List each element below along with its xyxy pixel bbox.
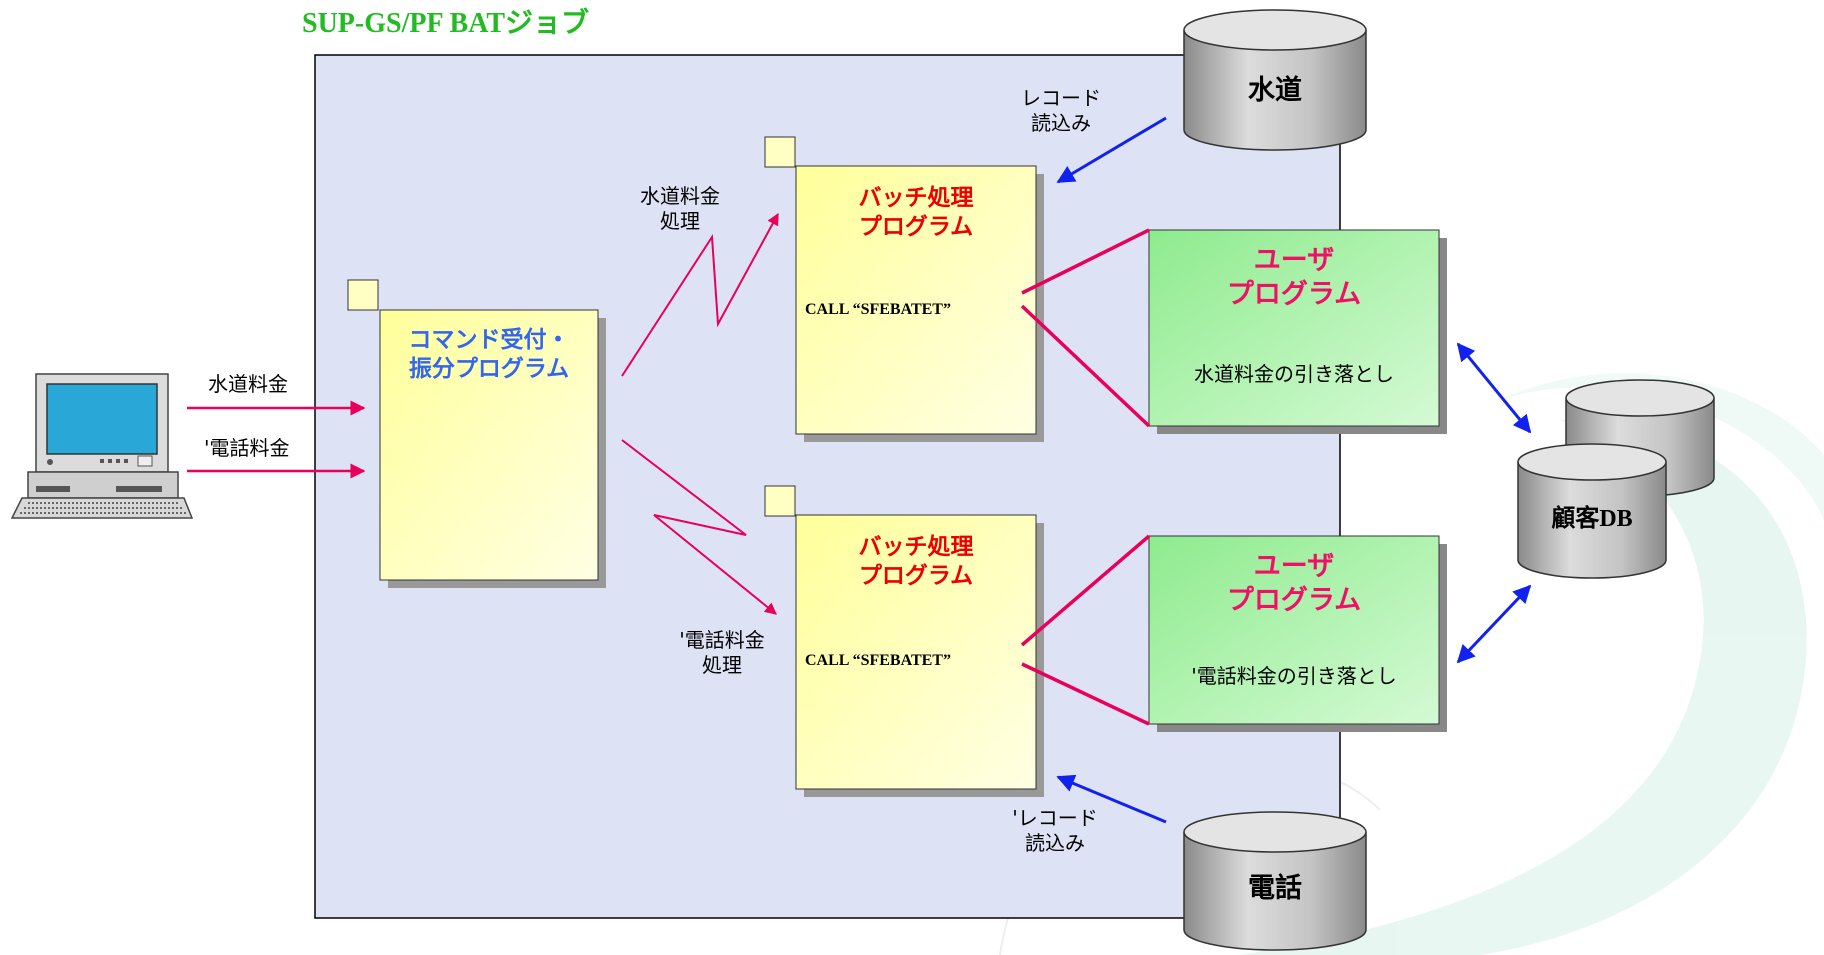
water-read-arrow [1056,116,1167,184]
user-program-box-1 [1148,229,1447,434]
batch-note-1 [764,136,1044,442]
user-program-2-desc: '電話料金の引き落とし [1191,664,1397,688]
batch-program-1-line-2: プログラム [858,213,974,240]
phone-read-label-line-2: 読込み [1025,831,1085,855]
user-program-1-desc: 水道料金の引き落とし [1194,362,1394,386]
user-program-2-line-1: ユーザ [1253,551,1335,582]
batch-program-1-call: CALL “SFEBATET” [805,301,951,318]
batch-program-2-line-2: プログラム [858,562,974,589]
water-read-label-line-1: レコード [1021,86,1101,110]
call-connectors [1020,228,1151,726]
dispatcher-line-1: コマンド受付・ [408,327,570,353]
dispatcher-note [347,279,606,588]
phone-input-label: '電話料金 [204,436,290,460]
user-program-2-title: ユーザ プログラム [1149,550,1439,618]
batch-program-1-title: バッチ処理 プログラム [796,184,1036,242]
user-program-1-line-2: プログラム [1226,278,1362,310]
water-route-label-line-1: 水道料金 [640,184,720,208]
customer-db-label: 顧客DB [1551,506,1633,532]
job-title: SUP-GS/PF BATジョブ [302,8,590,39]
dispatcher-label: コマンド受付・ 振分プログラム [380,326,598,384]
water-route-arrow [621,212,779,377]
user-program-1-line-1: ユーザ [1253,245,1335,276]
water-route-label-line-2: 処理 [660,209,700,233]
batch-program-1-line-1: バッチ処理 [858,185,974,211]
desktop-computer-icon [10,373,194,519]
user-program-1-title: ユーザ プログラム [1149,244,1439,312]
batch-program-2-line-1: バッチ処理 [858,534,974,560]
phone-route-arrow [621,439,777,615]
batch-program-2-call: CALL “SFEBATET” [805,652,951,669]
batch-note-2 [764,485,1044,797]
phone-read-arrow [1056,774,1167,824]
customer-db-arrow-2 [1456,584,1532,664]
dispatcher-line-2: 振分プログラム [408,355,570,382]
batch-program-2-title: バッチ処理 プログラム [796,533,1036,591]
phone-read-label: 'レコード 読込み [1000,806,1110,856]
phone-db-cylinder [1183,811,1367,951]
water-route-label: 水道料金 処理 [620,184,740,234]
phone-db-label: 電話 [1248,873,1302,904]
customer-db-arrow-1 [1456,342,1532,434]
phone-route-label-line-1: '電話料金 [679,628,765,652]
user-program-2-line-2: プログラム [1226,584,1362,616]
water-input-label: 水道料金 [208,372,288,396]
customer-db-cylinder [1517,379,1715,579]
phone-read-label-line-1: 'レコード [1012,806,1098,830]
water-db-cylinder [1183,9,1367,151]
phone-route-label: '電話料金 処理 [658,628,786,678]
water-read-label-line-2: 読込み [1031,111,1091,135]
phone-route-label-line-2: 処理 [702,653,742,677]
water-read-label: レコード 読込み [1006,86,1116,136]
water-db-label: 水道 [1248,75,1302,106]
user-program-box-2 [1148,535,1447,732]
